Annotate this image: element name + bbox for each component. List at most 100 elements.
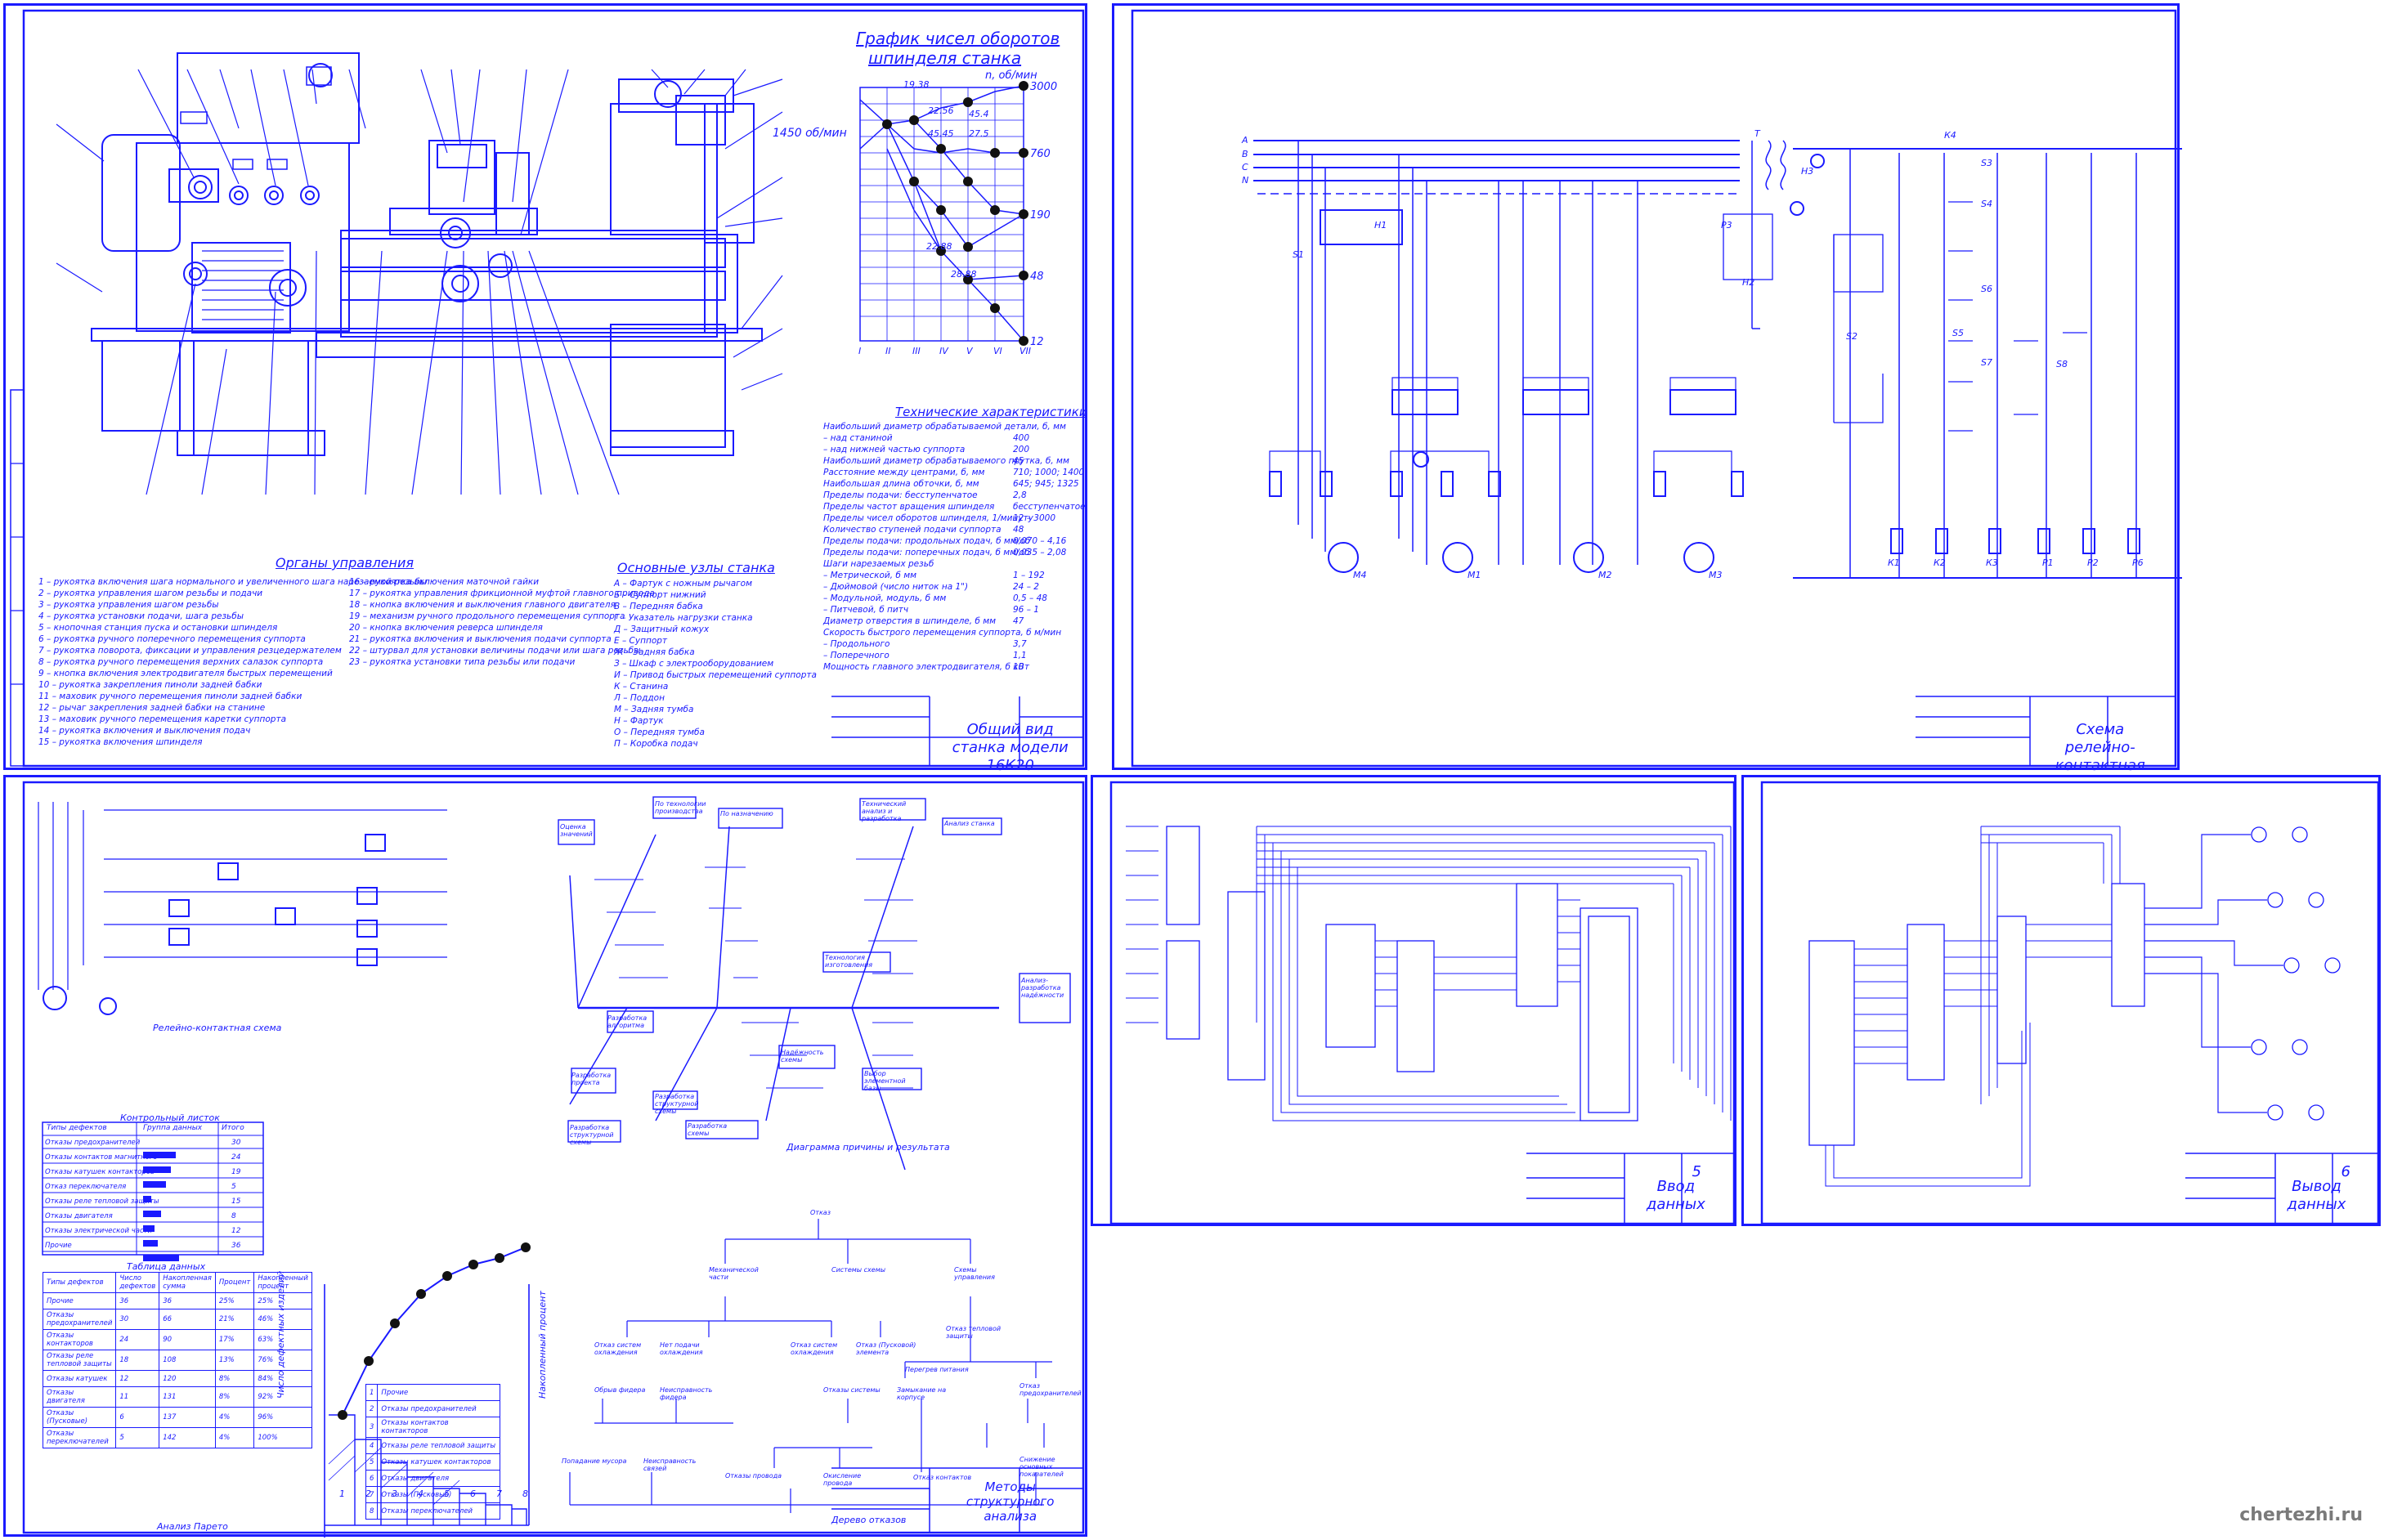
sheet-lathe-general-view: График чисел оборотов шпинделя станка n,… [3, 3, 1087, 774]
fishbone-box: Разработка алгоритма [607, 1014, 648, 1029]
sheet-title: Схема релейно-контактная [2035, 721, 2165, 775]
tech-row: Пределы чисел оборотов шпинделя, 1/минут… [823, 513, 1069, 524]
tech-value: 47 [1013, 616, 1024, 626]
sheet-title: Методы структурного анализа [948, 1480, 1073, 1524]
unit-item: Е – Суппорт [614, 636, 668, 646]
table-cell: 120 [159, 1370, 216, 1387]
unit-item: О – Передняя тумба [614, 727, 705, 737]
table-cell: 66 [159, 1309, 216, 1330]
tech-param: Наибольший диаметр обрабатываемого прутк… [823, 456, 1069, 466]
bus-label-n: N [1242, 175, 1249, 186]
pareto-x-tick: 8 [522, 1489, 528, 1499]
graph-unit-label: n, об/мин [985, 69, 1037, 82]
control-item: 17 – рукоятка управления фрикционной муф… [349, 589, 655, 598]
fault-tree-node: Схемы управления [954, 1266, 995, 1281]
fault-tree-node: Обрыв фидера [594, 1386, 646, 1394]
tech-param: Скорость быстрого перемещения суппорта, … [823, 628, 1062, 638]
fault-tree-node: Отказ (Пусковой) элемента [856, 1341, 916, 1356]
title-line-2: структурного [966, 1494, 1055, 1509]
graph-shaft-7: VII [1019, 346, 1032, 356]
table-cell: 25% [253, 1292, 312, 1309]
fishbone-box: Разработка структурной схемы [655, 1093, 699, 1115]
sheet-data-input: Ввод данных 5 [1091, 775, 1736, 1226]
table-cell: Отказы (Пусковые) [42, 1407, 117, 1428]
switch-s4-label: S4 [1981, 199, 1992, 209]
table-cell: 18 [115, 1350, 160, 1371]
graph-rpm-760: 760 [1030, 148, 1051, 160]
fuse-p6-label: Р6 [2132, 557, 2144, 568]
fault-tree-node: Механической части [709, 1266, 759, 1281]
control-item: 2 – рукоятка управления шагом резьбы и п… [38, 589, 263, 598]
graph-ratio-4: 27.5 [969, 128, 989, 139]
tech-row: Пределы подачи: продольных подач, б мм/о… [823, 535, 1069, 547]
data-input-drawing [1109, 781, 1736, 1225]
switch-s5-label: S5 [1952, 328, 1964, 338]
control-item: 20 – кнопка включения реверса шпинделя [349, 623, 543, 633]
table-cell: 4% [214, 1407, 255, 1428]
graph-shaft-1: I [858, 346, 862, 356]
control-item: 11 – маховик ручного перемещения пиноли … [38, 692, 302, 701]
tech-row: Шаги нарезаемых резьб [823, 558, 1069, 570]
graph-shaft-3: III [912, 346, 921, 356]
tech-param: Наибольшая длина обточки, б, мм [823, 479, 979, 489]
tech-param: Пределы частот вращения шпинделя [823, 502, 995, 512]
graph-ratio-3: 45.45 [928, 128, 954, 139]
tech-param: – Метрической, б мм [823, 571, 917, 580]
table-cell: Прочие [42, 1292, 117, 1309]
control-header: Типы дефектов [47, 1124, 107, 1132]
tech-param: Пределы подачи: продольных подач, б мм/о… [823, 536, 1031, 546]
tech-row: – Дюймовой (число ниток на 1")24 – 2 [823, 581, 1069, 593]
fault-tree-node: Неисправность связей [643, 1457, 697, 1472]
tech-value: 96 – 1 [1013, 605, 1039, 615]
unit-item: Д – Защитный кожух [614, 625, 710, 634]
fault-tree-node: Замыкание на корпусе [897, 1386, 947, 1401]
table-cell: Отказы реле тепловой защиты [42, 1350, 117, 1371]
control-defect-type: Отказы реле тепловой защиты [45, 1198, 159, 1206]
control-item: 7 – рукоятка поворота, фиксации и управл… [38, 646, 342, 656]
graph-rpm-12: 12 [1030, 336, 1044, 348]
fault-tree-node: Отказы провода [725, 1472, 782, 1480]
table-cell: 63% [253, 1329, 312, 1350]
control-item: 12 – рычаг закрепления задней бабки на с… [38, 703, 266, 713]
tech-param: Расстояние между центрами, б, мм [823, 468, 985, 477]
legend-cell: 5 [365, 1453, 379, 1471]
unit-item: М – Задняя тумба [614, 705, 694, 714]
control-item: 22 – штурвал для установки величины пода… [349, 646, 641, 656]
sheet-structural-analysis: Релейно-контактная схема Диаграмма причи… [3, 775, 1087, 1538]
fishbone-box: Разработка структурной схемы [570, 1124, 614, 1146]
fault-tree-node: Отказы системы [823, 1386, 881, 1394]
legend-cell: Отказы предохранителей [377, 1400, 500, 1417]
tech-value: 0,070 – 4,16 [1013, 536, 1067, 546]
fault-tree-node: Отказ систем охлаждения [791, 1341, 838, 1356]
table-cell: 96% [253, 1407, 312, 1428]
sheet-number: 5 [1692, 1163, 1701, 1180]
control-defect-type: Отказы электрической части [45, 1227, 153, 1235]
graph-title: График чисел оборотов [856, 29, 1060, 48]
graph-shaft-4: IV [939, 346, 948, 356]
graph-shaft-6: VI [993, 346, 1002, 356]
graph-rpm-190: 190 [1030, 209, 1051, 222]
sheet-title: Вывод данных [2287, 1178, 2346, 1213]
graph-ratio-6: 22.88 [926, 241, 952, 252]
relay-k2-label: К2 [1934, 557, 1946, 568]
fishbone-box: Технология изготовления [825, 954, 873, 969]
tech-title: Технические характеристики [895, 405, 1087, 419]
legend-cell: Отказы двигателя [377, 1470, 500, 1487]
legend-cell: Прочие [377, 1384, 500, 1401]
tech-value: 48 [1013, 525, 1024, 535]
